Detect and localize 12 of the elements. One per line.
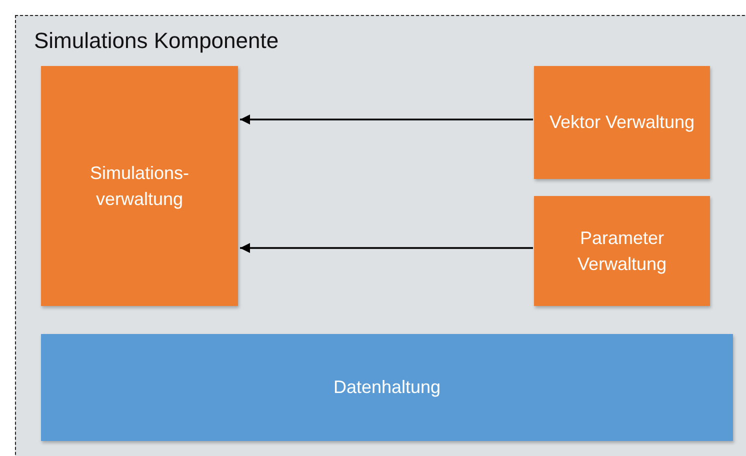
module-box — [534, 66, 710, 179]
arrow — [240, 114, 533, 124]
box-label: Parameter Verwaltung — [576, 226, 668, 276]
box-label: Datenhaltung — [333, 376, 441, 400]
frame-title: Simulations Komponente — [34, 28, 279, 54]
storage-bar — [41, 334, 733, 441]
component-frame — [15, 15, 746, 456]
arrow — [240, 243, 533, 253]
module-box — [534, 196, 710, 306]
module-box — [41, 66, 238, 306]
box-label: Vektor Verwaltung — [549, 111, 695, 134]
box-label: Simulations- verwaltung — [88, 162, 190, 211]
